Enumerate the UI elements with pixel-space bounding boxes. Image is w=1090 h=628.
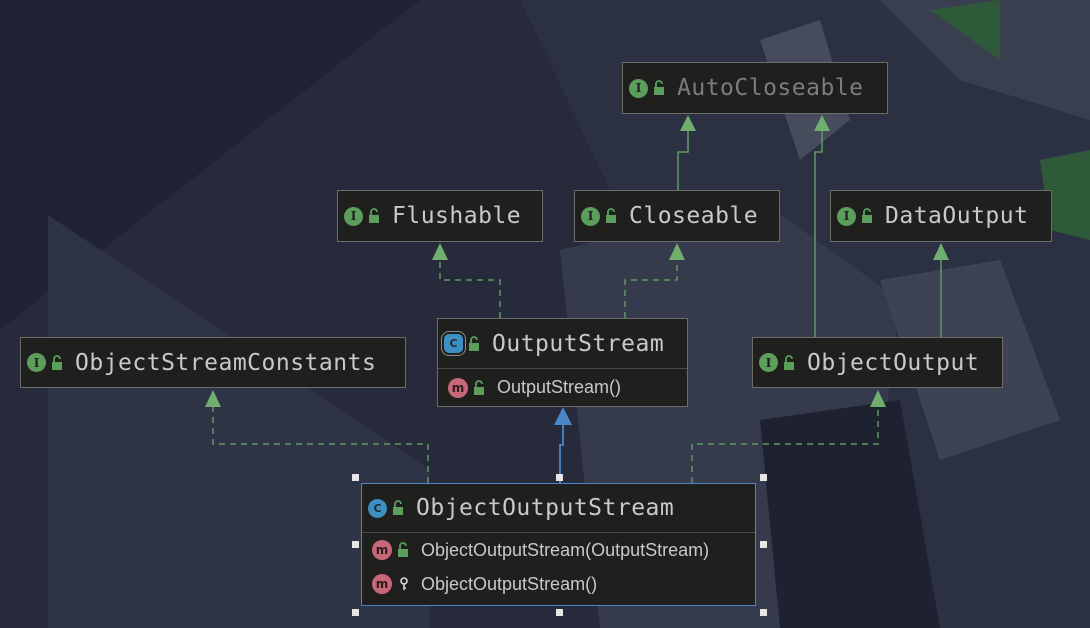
arrowhead-autocloseable-right (814, 115, 830, 131)
node-objectoutput[interactable]: I ObjectOutput (752, 337, 1003, 388)
edge-objectoutput-autocloseable (814, 126, 823, 337)
resize-handle-top-center[interactable] (556, 474, 563, 481)
node-outputstream[interactable]: C OutputStream m OutputStream() (437, 318, 688, 407)
public-lock-open-icon (398, 542, 408, 557)
arrowhead-objectoutput (870, 390, 886, 407)
edge-closeable-autocloseable (677, 126, 689, 190)
member-signature: OutputStream() (497, 377, 622, 397)
member-signature: ObjectOutputStream() (421, 573, 598, 594)
interface-icon: I (344, 206, 363, 226)
public-lock-open-icon (474, 379, 484, 395)
public-lock-open-icon (654, 80, 664, 95)
node-title: Closeable (629, 203, 759, 229)
resize-handle-middle-left[interactable] (352, 541, 359, 548)
interface-icon: I (837, 206, 856, 226)
node-title: ObjectOutput (807, 349, 980, 376)
public-lock-open-icon (469, 335, 479, 351)
member-row[interactable]: m ObjectOutputStream() (362, 567, 755, 601)
node-title: OutputStream (492, 330, 665, 357)
method-icon: m (372, 574, 392, 594)
arrowhead-flushable (432, 243, 448, 260)
node-title: ObjectOutputStream (416, 495, 675, 521)
arrowhead-autocloseable-left (680, 115, 696, 131)
method-icon: m (448, 377, 468, 398)
method-icon: m (372, 540, 392, 560)
class-icon: C (368, 498, 387, 518)
node-title: AutoCloseable (677, 75, 864, 101)
abstract-class-icon: C (444, 334, 463, 353)
public-lock-open-icon (369, 208, 379, 223)
public-lock-open-icon (606, 208, 616, 223)
public-lock-open-icon (784, 354, 794, 370)
node-objectoutputstream[interactable]: C ObjectOutputStream m ObjectOutputStrea… (361, 483, 756, 606)
interface-icon: I (759, 353, 778, 372)
node-closeable[interactable]: I Closeable (574, 190, 780, 242)
public-lock-open-icon (52, 354, 62, 370)
node-flushable[interactable]: I Flushable (337, 190, 543, 242)
interface-icon: I (581, 206, 600, 226)
arrowhead-closeable (669, 243, 685, 260)
edge-oos-outputstream (559, 424, 564, 483)
arrowhead-objectstreamconstants (205, 390, 221, 407)
node-autocloseable[interactable]: I AutoCloseable (622, 62, 888, 114)
resize-handle-bottom-right[interactable] (760, 609, 767, 616)
node-title: DataOutput (885, 203, 1029, 229)
resize-handle-top-left[interactable] (352, 474, 359, 481)
resize-handle-bottom-center[interactable] (556, 609, 563, 616)
member-signature: ObjectOutputStream(OutputStream) (421, 539, 710, 560)
public-lock-open-icon (393, 500, 403, 515)
interface-icon: I (27, 353, 46, 372)
member-row[interactable]: m ObjectOutputStream(OutputStream) (362, 533, 755, 567)
arrowhead-outputstream (554, 407, 572, 425)
edge-outputstream-flushable (439, 258, 501, 318)
resize-handle-top-right[interactable] (760, 474, 767, 481)
node-dataoutput[interactable]: I DataOutput (830, 190, 1052, 242)
protected-key-icon (400, 577, 408, 590)
node-title: Flushable (392, 203, 522, 229)
edge-oos-objectstreamconstants (212, 405, 429, 483)
node-objectstreamconstants[interactable]: I ObjectStreamConstants (20, 337, 406, 388)
arrowhead-dataoutput (933, 243, 949, 260)
public-lock-open-icon (862, 208, 872, 223)
resize-handle-middle-right[interactable] (760, 541, 767, 548)
node-title: ObjectStreamConstants (75, 349, 377, 376)
resize-handle-bottom-left[interactable] (352, 609, 359, 616)
member-row[interactable]: m OutputStream() (438, 369, 687, 406)
interface-icon: I (629, 78, 648, 98)
edge-outputstream-closeable (624, 258, 678, 318)
edge-oos-objectoutput (691, 405, 879, 483)
